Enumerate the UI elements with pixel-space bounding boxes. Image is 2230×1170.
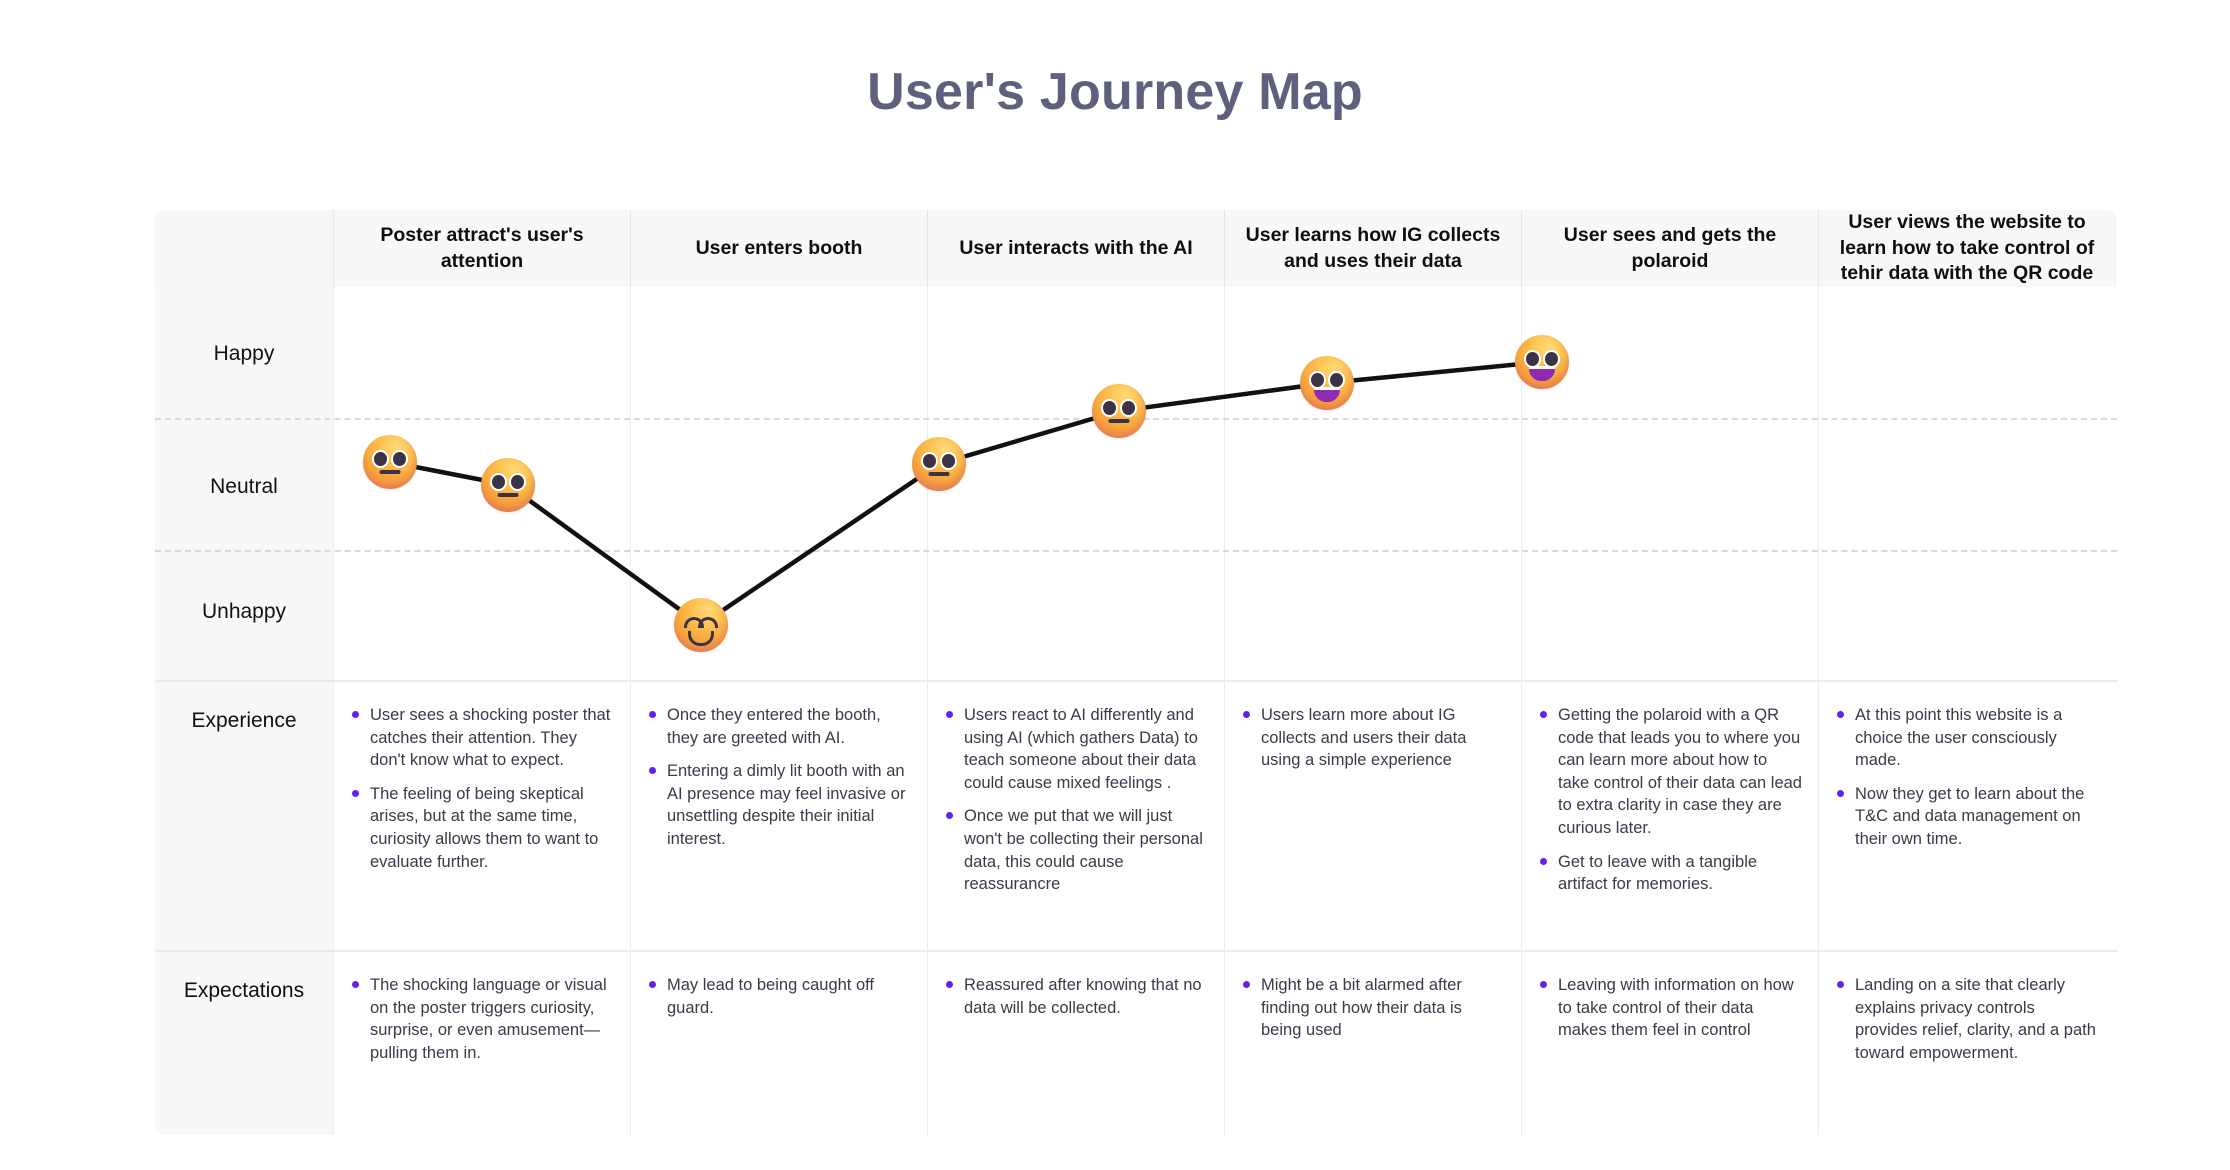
list-item: Might be a bit alarmed after finding out… <box>1237 974 1505 1042</box>
experience-cell-6: At this point this website is a choice t… <box>1818 682 2116 950</box>
stage-header-2: User enters booth <box>630 210 927 287</box>
row-label-experience: Experience <box>155 682 333 950</box>
page-title: User's Journey Map <box>867 63 1363 121</box>
experience-cell-3: Users react to AI differently and using … <box>927 682 1224 950</box>
grid-line-v1 <box>333 287 334 682</box>
experience-cell-1: User sees a shocking poster that catches… <box>333 682 630 950</box>
experience-cell-4: Users learn more about IG collects and u… <box>1224 682 1521 950</box>
journey-line-path <box>387 359 1545 628</box>
experience-row: Experience User sees a shocking poster t… <box>155 682 2117 950</box>
list-item: Once they entered the booth, they are gr… <box>643 704 911 749</box>
list-item: Now they get to learn about the T&C and … <box>1831 783 2100 851</box>
experience-cell-5: Getting the polaroid with a QR code that… <box>1521 682 1818 950</box>
list-item: Once we put that we will just won't be c… <box>940 805 1208 895</box>
list-item: The feeling of being skeptical arises, b… <box>346 783 614 873</box>
grid-line-v4 <box>1224 287 1225 682</box>
stage-header-4: User learns how IG collects and uses the… <box>1224 210 1521 287</box>
emotion-label-neutral: Neutral <box>210 475 278 498</box>
list-item: May lead to being caught off guard. <box>643 974 911 1019</box>
list-item: User sees a shocking poster that catches… <box>346 704 614 772</box>
experience-cell-2: Once they entered the booth, they are gr… <box>630 682 927 950</box>
emotion-label-happy: Happy <box>213 342 275 365</box>
list-item: Getting the polaroid with a QR code that… <box>1534 704 1802 840</box>
stage-header-5: User sees and gets the polaroid <box>1521 210 1818 287</box>
expectations-cell-5: Leaving with information on how to take … <box>1521 952 1818 1135</box>
emotion-chart: Happy Neutral Unhappy <box>155 287 2117 682</box>
emoji-point-neutral-1 <box>363 435 417 489</box>
grid-line-v5 <box>1521 287 1522 682</box>
list-item: At this point this website is a choice t… <box>1831 704 2100 772</box>
grid-line-neutral-unhappy <box>155 550 2117 552</box>
list-item: Leaving with information on how to take … <box>1534 974 1802 1042</box>
list-item: Users react to AI differently and using … <box>940 704 1208 794</box>
journey-map-board: Poster attract's user's attention User e… <box>155 210 2117 1135</box>
list-item: Get to leave with a tangible artifact fo… <box>1534 851 1802 896</box>
divider-experience-expectations <box>155 950 2117 952</box>
emoji-point-happy-2 <box>1515 335 1569 389</box>
header-corner-cell <box>155 210 333 287</box>
stage-header-row: Poster attract's user's attention User e… <box>155 210 2117 287</box>
stage-header-1: Poster attract's user's attention <box>333 210 630 287</box>
emotion-label-column <box>155 287 333 682</box>
grid-line-v2 <box>630 287 631 682</box>
expectations-cell-6: Landing on a site that clearly explains … <box>1818 952 2116 1135</box>
list-item: Landing on a site that clearly explains … <box>1831 974 2100 1064</box>
emoji-point-neutral-2 <box>481 458 535 512</box>
expectations-cell-4: Might be a bit alarmed after finding out… <box>1224 952 1521 1135</box>
emoji-point-neutral-3 <box>912 437 966 491</box>
grid-line-v6 <box>1818 287 1819 682</box>
list-item: The shocking language or visual on the p… <box>346 974 614 1064</box>
expectations-cell-2: May lead to being caught off guard. <box>630 952 927 1135</box>
list-item: Entering a dimly lit booth with an AI pr… <box>643 760 911 850</box>
emoji-point-neutral-4 <box>1092 384 1146 438</box>
row-label-expectations: Expectations <box>155 952 333 1135</box>
stage-header-6: User views the website to learn how to t… <box>1818 210 2116 287</box>
list-item: Users learn more about IG collects and u… <box>1237 704 1505 772</box>
divider-chart-experience <box>155 680 2117 682</box>
emoji-point-happy-1 <box>1300 356 1354 410</box>
list-item: Reassured after knowing that no data wil… <box>940 974 1208 1019</box>
stage-header-3: User interacts with the AI <box>927 210 1224 287</box>
emotion-label-unhappy: Unhappy <box>201 600 287 623</box>
expectations-row: Expectations The shocking language or vi… <box>155 952 2117 1135</box>
expectations-cell-1: The shocking language or visual on the p… <box>333 952 630 1135</box>
emoji-point-sad <box>674 598 728 652</box>
expectations-cell-3: Reassured after knowing that no data wil… <box>927 952 1224 1135</box>
